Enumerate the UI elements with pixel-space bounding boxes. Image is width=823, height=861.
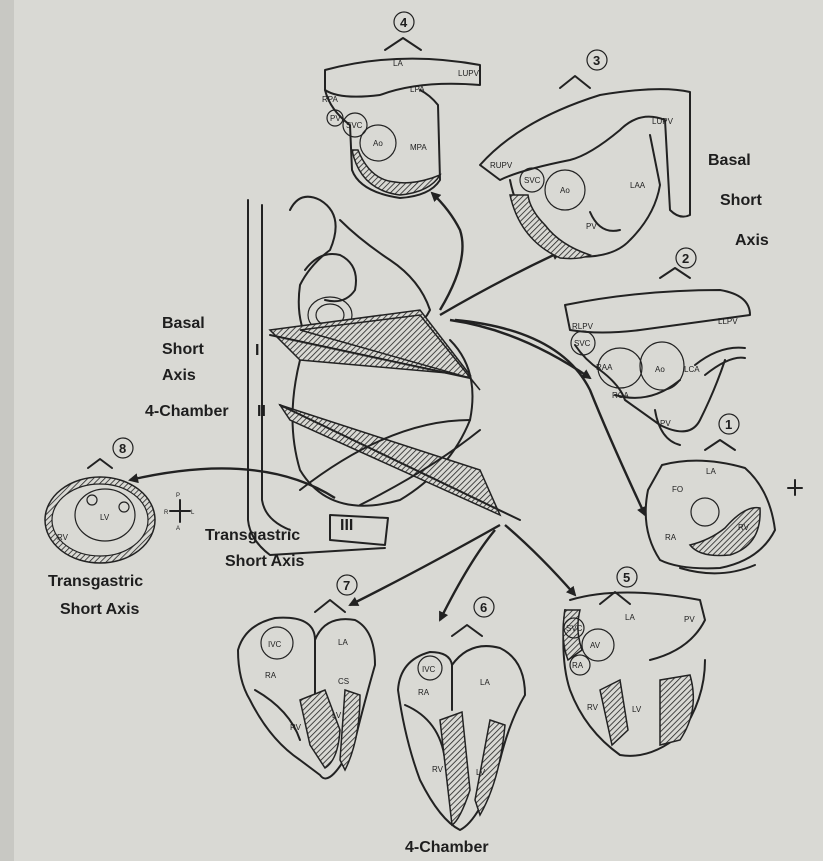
transgastric-left-label-1: Transgastric bbox=[48, 573, 143, 590]
view-4 bbox=[325, 12, 480, 198]
v4-ao: Ao bbox=[373, 139, 383, 148]
v2-llpv: LLPV bbox=[718, 317, 738, 326]
v3-rupv: RUPV bbox=[490, 161, 513, 170]
plane-three-label: III bbox=[340, 517, 353, 534]
v2-rca: RCA bbox=[612, 391, 630, 400]
basal-short-axis-title-1: Basal bbox=[708, 152, 751, 169]
v1-fo: FO bbox=[672, 485, 683, 494]
view-7 bbox=[238, 575, 375, 778]
v8-orient-p: P bbox=[176, 493, 180, 499]
v6-ivc: IVC bbox=[422, 665, 436, 674]
v5-ra: RA bbox=[572, 661, 584, 670]
v3-pv: PV bbox=[586, 222, 597, 231]
v8-rv: RV bbox=[57, 533, 69, 542]
v2-pv: PV bbox=[660, 419, 671, 428]
v6-la: LA bbox=[480, 678, 490, 687]
v4-lupv: LUPV bbox=[458, 69, 480, 78]
basal-short-axis-title-2: Short bbox=[720, 192, 762, 209]
v8-orient-r: R bbox=[164, 510, 169, 516]
view-2 bbox=[565, 248, 750, 445]
v5-pv: PV bbox=[684, 615, 695, 624]
v2-raa: RAA bbox=[596, 363, 613, 372]
view-2-number: 2 bbox=[682, 251, 689, 266]
v6-rv: RV bbox=[432, 765, 444, 774]
view-4-number: 4 bbox=[400, 15, 408, 30]
v6-ra: RA bbox=[418, 688, 430, 697]
v3-svc: SVC bbox=[524, 176, 541, 185]
basal-left-label-2: Short bbox=[162, 341, 204, 358]
view-8 bbox=[45, 438, 190, 563]
view-1 bbox=[646, 414, 802, 573]
view-6-number: 6 bbox=[480, 600, 487, 615]
v1-rv: RV bbox=[738, 523, 750, 532]
v4-pv: PV bbox=[330, 114, 341, 123]
view-3 bbox=[480, 50, 690, 259]
view-8-number: 8 bbox=[119, 441, 126, 456]
v5-la: LA bbox=[625, 613, 635, 622]
basal-short-axis-title-3: Axis bbox=[735, 232, 769, 249]
v4-la: LA bbox=[393, 59, 403, 68]
v7-la: LA bbox=[338, 638, 348, 647]
view-5-number: 5 bbox=[623, 570, 630, 585]
v8-lv: LV bbox=[100, 513, 110, 522]
v2-svc: SVC bbox=[574, 339, 591, 348]
v5-svc: SVC bbox=[566, 624, 583, 633]
v4-lpa: LPA bbox=[410, 85, 425, 94]
basal-left-label-3: Axis bbox=[162, 367, 196, 384]
v6-lv: LV bbox=[476, 768, 486, 777]
probe-tip bbox=[330, 515, 388, 545]
v2-lca: LCA bbox=[684, 365, 700, 374]
view-3-number: 3 bbox=[593, 53, 600, 68]
v4-mpa: MPA bbox=[410, 143, 427, 152]
v2-rlpv: RLPV bbox=[572, 322, 594, 331]
view-6 bbox=[398, 597, 525, 830]
v1-ra: RA bbox=[665, 533, 677, 542]
view-7-number: 7 bbox=[343, 578, 350, 593]
central-heart-drawing bbox=[248, 197, 520, 555]
v5-rv: RV bbox=[587, 703, 599, 712]
v3-lupv: LUPV bbox=[652, 117, 674, 126]
v7-ivc: IVC bbox=[268, 640, 282, 649]
four-chamber-left-label: 4-Chamber bbox=[145, 403, 229, 420]
v7-ra: RA bbox=[265, 671, 277, 680]
basal-left-label-1: Basal bbox=[162, 315, 205, 332]
four-chamber-bottom-label: 4-Chamber bbox=[405, 839, 489, 856]
v4-rpa: RPA bbox=[322, 95, 339, 104]
v2-ao: Ao bbox=[655, 365, 665, 374]
v3-laa: LAA bbox=[630, 181, 646, 190]
v4-svc: SVC bbox=[346, 121, 363, 130]
v8-orient-a: A bbox=[176, 526, 180, 532]
v7-rv: RV bbox=[290, 723, 302, 732]
v7-cs: CS bbox=[338, 677, 349, 686]
plane-two-label: II bbox=[257, 403, 266, 420]
plane-one-label: I bbox=[255, 342, 259, 359]
view-5 bbox=[563, 567, 705, 756]
transgastric-left-label-2: Short Axis bbox=[60, 601, 140, 618]
v5-lv: LV bbox=[632, 705, 642, 714]
transgastric-center-label-2: Short Axis bbox=[225, 553, 305, 570]
v1-la: LA bbox=[706, 467, 716, 476]
v5-av: AV bbox=[590, 641, 601, 650]
v7-lv: LV bbox=[332, 711, 342, 720]
transgastric-center-label-1: Transgastric bbox=[205, 527, 300, 544]
v8-orient-l: L bbox=[191, 510, 195, 516]
v3-ao: Ao bbox=[560, 186, 570, 195]
view-1-number: 1 bbox=[725, 417, 732, 432]
